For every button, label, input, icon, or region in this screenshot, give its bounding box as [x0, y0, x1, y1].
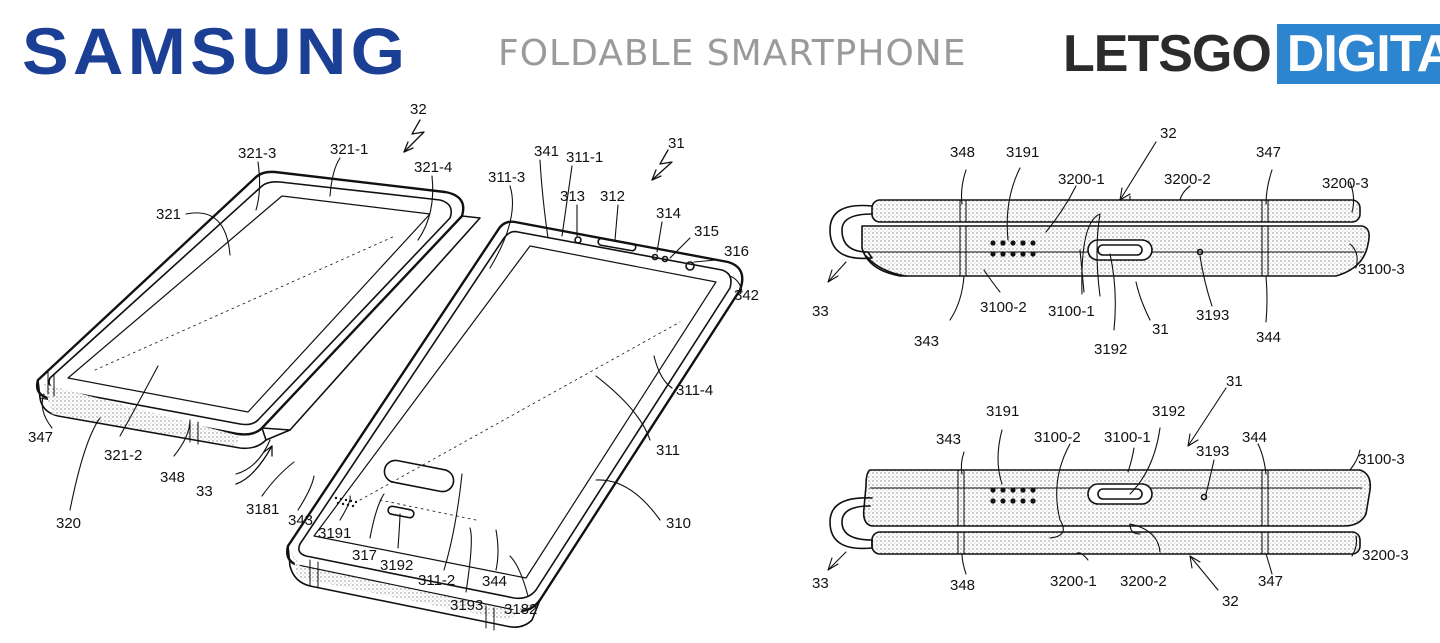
label-321-1: 321-1 [330, 141, 368, 158]
label-311: 311 [656, 442, 680, 459]
label-3182: 3182 [504, 601, 537, 618]
label-3191-left: 3191 [318, 525, 351, 542]
samsung-logo: SAMSUNG [22, 14, 410, 88]
label-313: 313 [560, 188, 585, 205]
label-3191-top: 3191 [1006, 144, 1039, 161]
label-3193-top: 3193 [1196, 307, 1229, 324]
label-321-3: 321-3 [238, 145, 276, 162]
label-3200-1-bottom: 3200-1 [1050, 573, 1097, 590]
label-347-bottom: 347 [1258, 573, 1283, 590]
label-315: 315 [694, 223, 719, 240]
label-343-top: 343 [914, 333, 939, 350]
label-348-left: 348 [160, 469, 185, 486]
reference-labels: 32 321-3 321-1 321-4 321 341 311-1 31 31… [28, 101, 1409, 618]
leader-lines-left [41, 157, 743, 597]
label-311-3: 311-3 [488, 169, 525, 186]
label-321-2: 321-2 [104, 447, 142, 464]
label-32-top: 32 [1160, 125, 1177, 142]
label-3181: 3181 [246, 501, 279, 518]
label-33-bottom: 33 [812, 575, 829, 592]
logo-left-text: LETSGO [1063, 25, 1272, 83]
label-321-4: 321-4 [414, 159, 452, 176]
label-3193-bottom: 3193 [1196, 443, 1229, 460]
label-347-left: 347 [28, 429, 53, 446]
ref-arrow-33 [235, 445, 273, 485]
label-344-bottom: 344 [1242, 429, 1267, 446]
label-321: 321 [156, 206, 181, 223]
label-311-4: 311-4 [676, 382, 713, 399]
label-3200-3-bottom: 3200-3 [1362, 547, 1409, 564]
label-31-top: 31 [1152, 321, 1169, 338]
label-348-top: 348 [950, 144, 975, 161]
label-348-bottom: 348 [950, 577, 975, 594]
logo-right-text: DIGITAL [1276, 24, 1440, 84]
ref-arrow-32 [403, 119, 425, 153]
label-344-top: 344 [1256, 329, 1281, 346]
label-311-2: 311-2 [418, 572, 455, 589]
letsgodigital-logo: LETSGO DIGITAL [1063, 24, 1440, 84]
right-panel-31 [286, 220, 744, 631]
label-3193-left: 3193 [450, 597, 483, 614]
label-3200-2-top: 3200-2 [1164, 171, 1211, 188]
label-31-bottom: 31 [1226, 373, 1243, 390]
label-32-bottom: 32 [1222, 593, 1239, 610]
label-311-1: 311-1 [566, 149, 603, 166]
label-3100-3-top: 3100-3 [1358, 261, 1405, 278]
folded-view-bottom [827, 387, 1372, 591]
label-3191-bottom: 3191 [986, 403, 1019, 420]
label-343-bottom: 343 [936, 431, 961, 448]
label-3100-1-top: 3100-1 [1048, 303, 1095, 320]
label-341: 341 [534, 143, 559, 160]
ref-arrow-31 [651, 149, 673, 181]
label-343-left: 343 [288, 512, 313, 529]
label-3192-bottom: 3192 [1152, 403, 1185, 420]
label-310: 310 [666, 515, 691, 532]
label-3100-1-bottom: 3100-1 [1104, 429, 1151, 446]
label-3100-3-bottom: 3100-3 [1358, 451, 1405, 468]
label-31-left: 31 [668, 135, 685, 152]
label-314: 314 [656, 205, 681, 222]
label-347-top: 347 [1256, 144, 1281, 161]
label-342: 342 [734, 287, 759, 304]
label-3200-2-bottom: 3200-2 [1120, 573, 1167, 590]
label-3200-1-top: 3200-1 [1058, 171, 1105, 188]
label-33-top: 33 [812, 303, 829, 320]
label-33-left: 33 [196, 483, 213, 500]
label-3192-top: 3192 [1094, 341, 1127, 358]
label-3100-2-bottom: 3100-2 [1034, 429, 1081, 446]
left-panel-32 [35, 170, 465, 450]
label-317: 317 [352, 547, 377, 564]
folded-view-top [827, 141, 1370, 331]
label-344-left: 344 [482, 573, 507, 590]
label-3200-3-top: 3200-3 [1322, 175, 1369, 192]
page-title: FOLDABLE SMARTPHONE [498, 33, 967, 74]
label-3192-left: 3192 [380, 557, 413, 574]
label-3100-2-top: 3100-2 [980, 299, 1027, 316]
hinge-33 [261, 215, 481, 441]
label-316: 316 [724, 243, 749, 260]
label-312: 312 [600, 188, 625, 205]
label-32-left: 32 [410, 101, 427, 118]
label-320: 320 [56, 515, 81, 532]
